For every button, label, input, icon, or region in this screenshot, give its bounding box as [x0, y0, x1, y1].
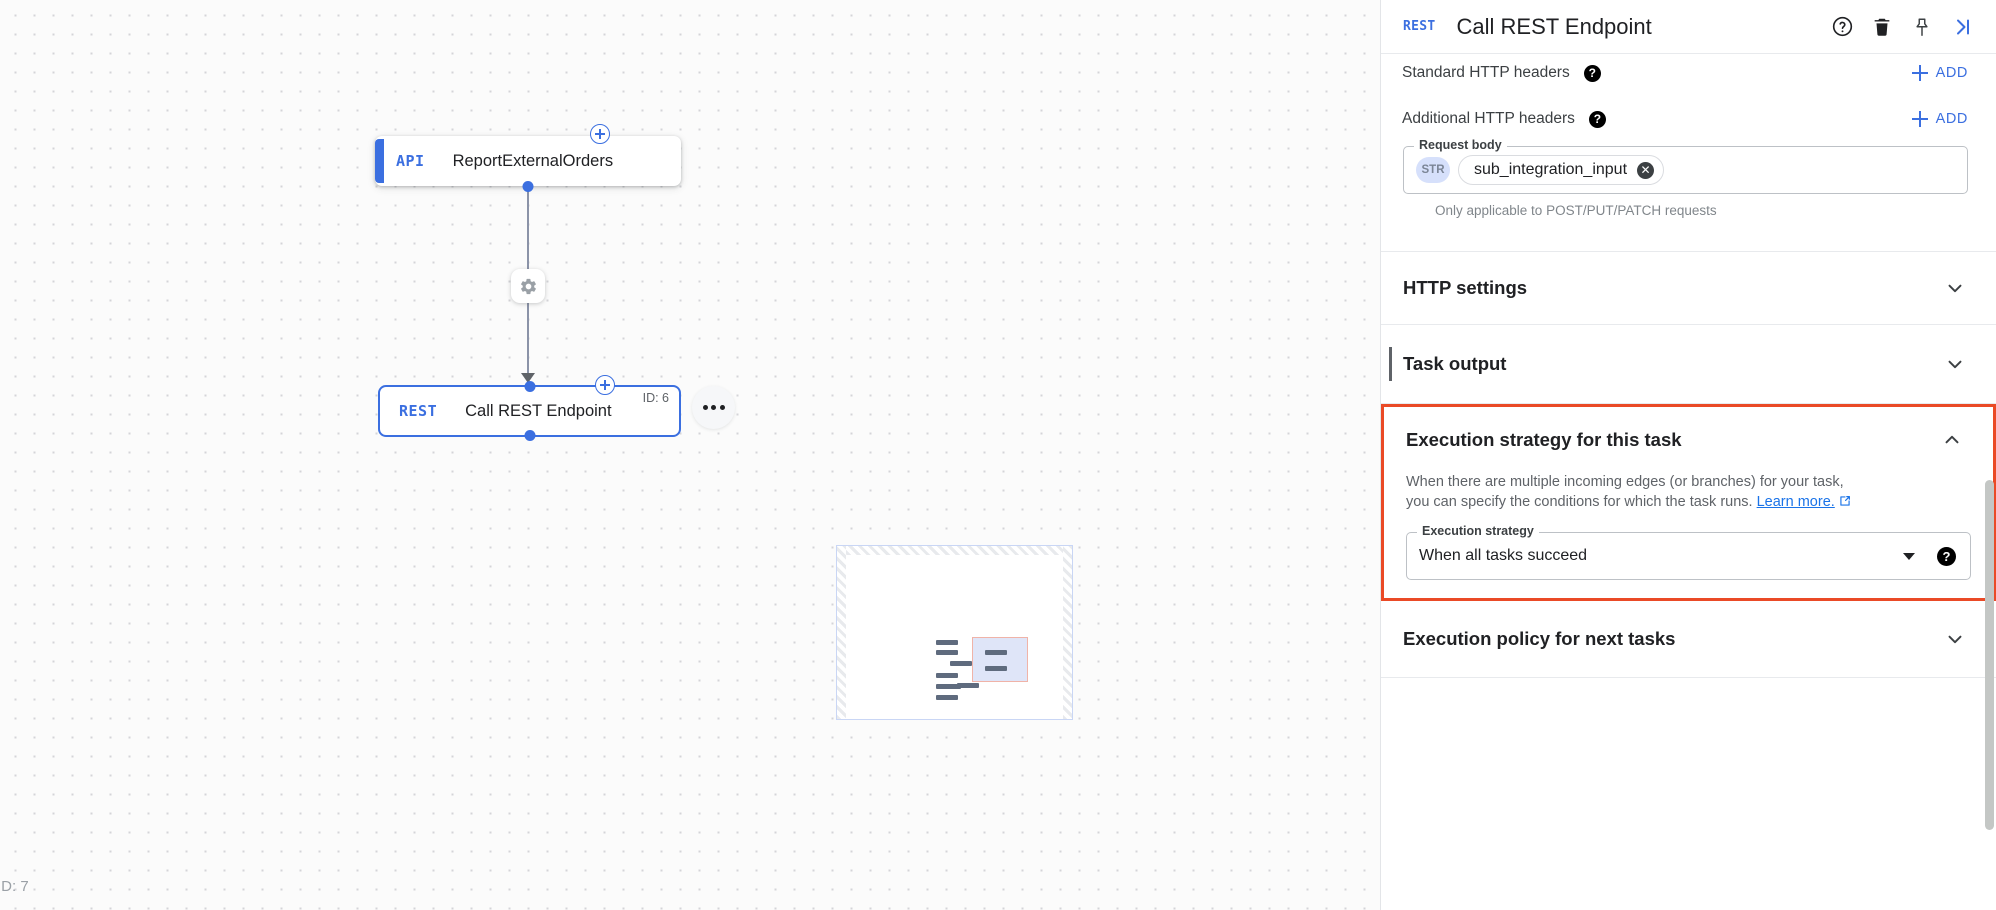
chevron-up-icon[interactable]: [1939, 427, 1965, 453]
minimap-viewport-hatch-right: [1063, 546, 1072, 719]
add-label: ADD: [1935, 65, 1968, 81]
panel-scrollbar[interactable]: [1985, 480, 1994, 830]
section-title: Task output: [1403, 353, 1507, 374]
divider: [1381, 324, 1996, 325]
edge-arrow-head: [521, 373, 535, 383]
variable-type-badge: STR: [1416, 157, 1450, 183]
delete-icon[interactable]: [1862, 7, 1902, 47]
variable-name: sub_integration_input: [1474, 161, 1628, 178]
request-body-field-wrap: Request body STR sub_integration_input ✕…: [1381, 134, 1996, 218]
node-output-port[interactable]: [524, 430, 535, 441]
panel-type-badge: REST: [1403, 19, 1436, 34]
divider: [1381, 251, 1996, 252]
minimap-viewport-hatch-left: [837, 546, 846, 719]
additional-http-headers-row: Additional HTTP headers ? ADD: [1381, 88, 1996, 134]
execution-strategy-legend: Execution strategy: [1417, 524, 1539, 539]
offscreen-node-id-label: ID: 7: [0, 878, 29, 895]
node-output-port[interactable]: [522, 181, 534, 192]
minimap-viewport-hatch-top: [837, 546, 1072, 555]
section-title: Execution strategy for this task: [1406, 429, 1682, 450]
additional-http-headers-label: Additional HTTP headers: [1402, 110, 1575, 127]
collapse-panel-icon[interactable]: [1942, 7, 1982, 47]
add-label: ADD: [1935, 111, 1968, 127]
help-filled-icon[interactable]: ?: [1588, 110, 1606, 128]
add-node-icon[interactable]: [590, 124, 610, 144]
add-standard-header-button[interactable]: ADD: [1911, 65, 1968, 81]
page-title: Call REST Endpoint: [1456, 13, 1652, 39]
divider: [1381, 403, 1996, 404]
help-icon[interactable]: [1822, 7, 1862, 47]
standard-http-headers-row: Standard HTTP headers ? ADD: [1381, 54, 1996, 88]
workflow-canvas[interactable]: API ReportExternalOrders REST Call REST …: [0, 0, 1380, 910]
divider: [1381, 677, 1996, 679]
plus-icon: [1911, 111, 1928, 127]
minimap-selected-node: [972, 637, 1028, 682]
node-label: Call REST Endpoint: [465, 401, 612, 420]
node-id-label: ID: 6: [642, 391, 669, 405]
chevron-down-icon[interactable]: [1942, 626, 1968, 652]
section-title: Execution policy for next tasks: [1403, 628, 1676, 650]
execution-strategy-field-wrap: Execution strategy When all tasks succee…: [1384, 514, 1993, 598]
add-additional-header-button[interactable]: ADD: [1911, 111, 1968, 127]
request-body-variable-chip[interactable]: sub_integration_input ✕: [1458, 155, 1665, 185]
node-report-external-orders[interactable]: API ReportExternalOrders: [375, 124, 681, 192]
section-execution-strategy[interactable]: Execution strategy for this task: [1384, 407, 1993, 473]
node-input-port[interactable]: [524, 381, 535, 392]
help-filled-icon[interactable]: ?: [1937, 546, 1956, 566]
canvas-minimap[interactable]: [836, 545, 1073, 720]
execution-strategy-description: When there are multiple incoming edges (…: [1384, 473, 1993, 514]
execution-strategy-section-highlighted: Execution strategy for this task When th…: [1381, 404, 1996, 602]
execution-strategy-select[interactable]: Execution strategy When all tasks succee…: [1406, 524, 1971, 581]
standard-http-headers-label: Standard HTTP headers: [1402, 64, 1570, 81]
execution-strategy-value: When all tasks succeed: [1419, 547, 1588, 565]
request-body-helper-text: Only applicable to POST/PUT/PATCH reques…: [1435, 203, 1717, 218]
node-type-badge: API: [396, 152, 425, 170]
request-body-input[interactable]: Request body STR sub_integration_input ✕: [1403, 138, 1968, 194]
chevron-down-icon[interactable]: [1903, 552, 1915, 560]
gear-icon[interactable]: [511, 269, 545, 303]
node-accent-bar: [375, 139, 384, 183]
request-body-legend: Request body: [1414, 138, 1507, 152]
description-line-1: When there are multiple incoming edges (…: [1406, 474, 1844, 490]
panel-header: REST Call REST Endpoint: [1381, 0, 1996, 54]
kebab-menu-icon[interactable]: [692, 386, 735, 429]
add-node-icon[interactable]: [595, 375, 615, 395]
section-accent-bar: [1389, 347, 1392, 381]
description-line-2: you can specify the conditions for which…: [1406, 493, 1753, 510]
section-task-output[interactable]: Task output: [1381, 325, 1996, 403]
task-config-panel: REST Call REST Endpoint: [1380, 0, 1996, 910]
node-type-badge: REST: [399, 402, 438, 420]
pin-icon[interactable]: [1902, 7, 1942, 47]
help-filled-icon[interactable]: ?: [1583, 64, 1601, 82]
node-call-rest-endpoint[interactable]: REST Call REST Endpoint ID: 6: [378, 375, 681, 441]
section-title: HTTP settings: [1403, 277, 1528, 298]
clear-icon[interactable]: ✕: [1637, 161, 1655, 179]
node-label: ReportExternalOrders: [452, 151, 614, 170]
section-http-settings[interactable]: HTTP settings: [1381, 252, 1996, 324]
section-execution-policy-next-tasks[interactable]: Execution policy for next tasks: [1381, 601, 1996, 677]
chevron-down-icon[interactable]: [1942, 351, 1968, 377]
panel-body: Standard HTTP headers ? ADD Additional H…: [1381, 54, 1996, 910]
learn-more-link[interactable]: Learn more.: [1756, 493, 1835, 510]
plus-icon: [1911, 65, 1928, 81]
external-link-icon[interactable]: [1838, 494, 1852, 515]
chevron-down-icon[interactable]: [1942, 275, 1968, 301]
